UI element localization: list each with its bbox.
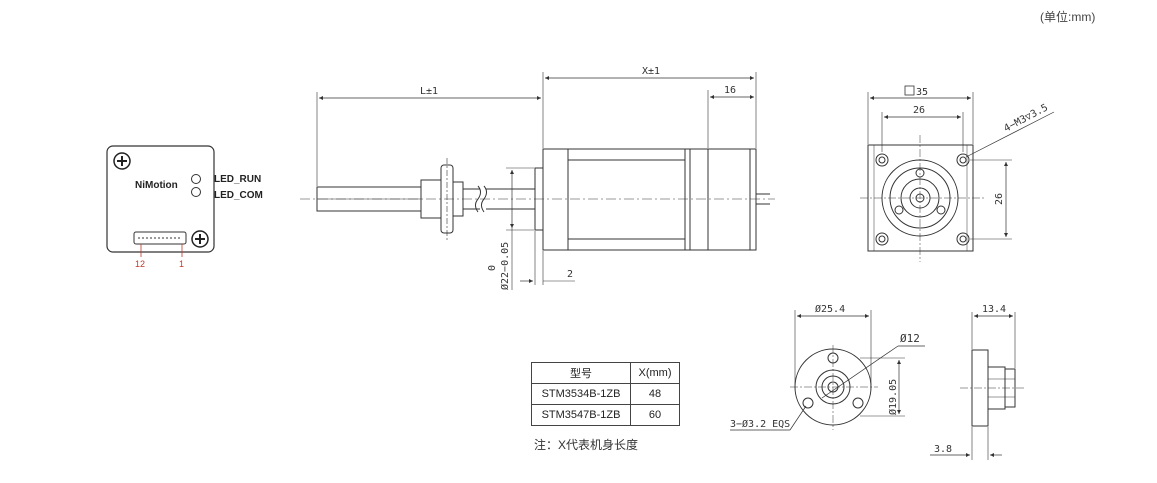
cell-model: STM3547B-1ZB [531,404,631,426]
model-table: 型号 X(mm) STM3534B-1ZB 48 STM3547B-1ZB 60 [531,362,680,426]
brand-logo: NiMotion [135,180,178,191]
cell-model: STM3534B-1ZB [531,383,631,405]
dim-rear-length: 16 [724,85,736,96]
dim-bore-diameter: Ø12 [900,332,920,345]
dim-lead-length: L±1 [420,86,438,97]
dim-pcd: Ø19.05 [887,379,899,415]
motor-side-view [300,72,775,290]
led-com-indicator [191,187,201,197]
dim-hole-spacing-v: 26 [994,193,1005,205]
dim-boss-tolerance: 0 [487,265,498,271]
cell-x: 60 [630,404,680,426]
led-run-indicator [191,174,201,184]
dim-boss-diameter: Ø22−0.05 [499,242,511,290]
header-x: X(mm) [630,362,680,384]
table-header-row: 型号 X(mm) [531,362,680,384]
motor-front-view [860,85,1055,262]
table-row: STM3534B-1ZB 48 [531,383,680,405]
driver-board: NiMotion LED_RUN LED_COM 12 1 [106,145,263,269]
pin-label-12: 12 [135,259,145,269]
nut-side-view [930,312,1025,460]
pin-label-1: 1 [179,259,184,269]
dim-nut-holes: 3−Ø3.2 EQS [730,418,790,430]
cell-x: 48 [630,383,680,405]
table-row: STM3547B-1ZB 60 [531,404,680,426]
header-model: 型号 [531,362,631,384]
dim-flange-diameter: Ø25.4 [815,303,845,315]
unit-label: (单位:mm) [1040,10,1096,24]
dim-boss-height: 2 [567,269,573,280]
dim-mount-holes: 4−M3▽3.5 [1002,102,1050,134]
connector [133,231,187,245]
dim-frame-size: 35 [916,87,928,98]
dim-flange-thickness: 3.8 [934,444,952,455]
table-note: 注：X代表机身长度 [534,438,639,452]
screw-top-left-icon [113,152,131,170]
dim-nut-length: 13.4 [982,304,1006,315]
dim-hole-spacing-h: 26 [913,105,925,116]
led-com-label: LED_COM [214,190,263,201]
led-run-label: LED_RUN [214,174,261,185]
nut-front-view [730,310,925,431]
dim-body-length: X±1 [642,66,660,77]
screw-bottom-right-icon [191,230,209,248]
